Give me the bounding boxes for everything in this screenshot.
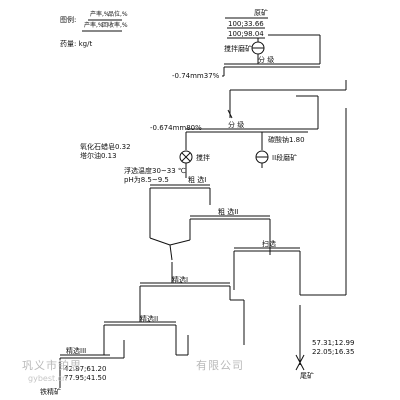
rougher-2-cell bbox=[189, 215, 271, 255]
legend-formula-bottom-a: 产率,% bbox=[84, 22, 104, 29]
feed-values-1: 100;33.66 bbox=[228, 20, 264, 28]
rougher-1-cell bbox=[149, 184, 211, 238]
cleaner-2-cell bbox=[103, 305, 177, 355]
flow-to-classifier-2 bbox=[222, 75, 347, 119]
grinding-mill-2 bbox=[255, 150, 269, 168]
cleaner-3-cell bbox=[59, 345, 110, 388]
scavenger-cell bbox=[233, 247, 301, 295]
legend-label: 图例: bbox=[60, 16, 77, 24]
concentrate-label: 铁精矿 bbox=[40, 388, 61, 396]
rougher-concentrate-funnel bbox=[149, 237, 191, 261]
agitation-label: 搅拌 bbox=[196, 154, 210, 162]
tailings-values-1: 57.31;12.99 bbox=[312, 339, 355, 347]
feed-lines bbox=[225, 17, 268, 42]
agitation-tank bbox=[179, 150, 193, 178]
rougher-1-label: 粗 选I bbox=[188, 176, 207, 184]
watermark-company-tail: 有限公司 bbox=[196, 359, 244, 372]
tailings-values-2: 22.05;16.35 bbox=[312, 348, 355, 356]
flotation-condition-1: 浮选温度30~33 ℃ bbox=[124, 167, 186, 175]
classify-2-label: 分 级 bbox=[228, 121, 245, 129]
reagent-1-label: 氧化石蜡皂0.32 bbox=[80, 143, 131, 151]
legend-formula-top-a: 产率,% bbox=[90, 11, 110, 18]
concentrate-values-2: 77.95;41.50 bbox=[64, 374, 107, 382]
size-1-label: -0.74mm37% bbox=[172, 72, 220, 80]
legend-formula-bottom-b: 回收率,% bbox=[102, 22, 128, 29]
flotation-condition-2: pH为8.5~9.5 bbox=[124, 176, 169, 184]
cleaner-1-label: 精选I bbox=[172, 276, 189, 284]
watermark-company: 巩义市铂思 bbox=[22, 359, 82, 372]
scavenger-label: 扫选 bbox=[262, 240, 276, 248]
reagent-3-label: 碳酸钠1.80 bbox=[268, 136, 305, 144]
legend-reagent-label: 药量: kg/t bbox=[60, 40, 93, 48]
classifier-1 bbox=[223, 34, 321, 76]
grinding-2-label: II段磨矿 bbox=[272, 154, 298, 162]
watermark-site: gybest.cn bbox=[28, 374, 68, 383]
concentrate-values-1: 42.87;61.20 bbox=[64, 365, 107, 373]
tailings-label: 尾矿 bbox=[300, 372, 314, 380]
cleaner-3-label: 精选III bbox=[66, 347, 87, 355]
classify-1-label: 分 级 bbox=[258, 56, 275, 64]
legend-lines bbox=[82, 19, 122, 32]
tailings-line bbox=[295, 108, 347, 371]
feed-values-2: 100;98.04 bbox=[228, 30, 264, 38]
feed-label: 原矿 bbox=[254, 9, 268, 17]
rougher-2-label: 粗 选II bbox=[218, 208, 239, 216]
reagent-2-label: 塔尔油0.13 bbox=[80, 152, 117, 160]
cleaner-2-label: 精选II bbox=[140, 315, 159, 323]
middlings-return-lines bbox=[110, 299, 245, 359]
grinding-1-label: 搅拌磨矿 bbox=[224, 45, 252, 53]
size-2-label: -0.674mm80% bbox=[150, 124, 202, 132]
cleaner-1-cell bbox=[139, 262, 231, 305]
classifier-2 bbox=[185, 95, 319, 150]
legend-formula-top-b: 品位,% bbox=[108, 11, 128, 18]
